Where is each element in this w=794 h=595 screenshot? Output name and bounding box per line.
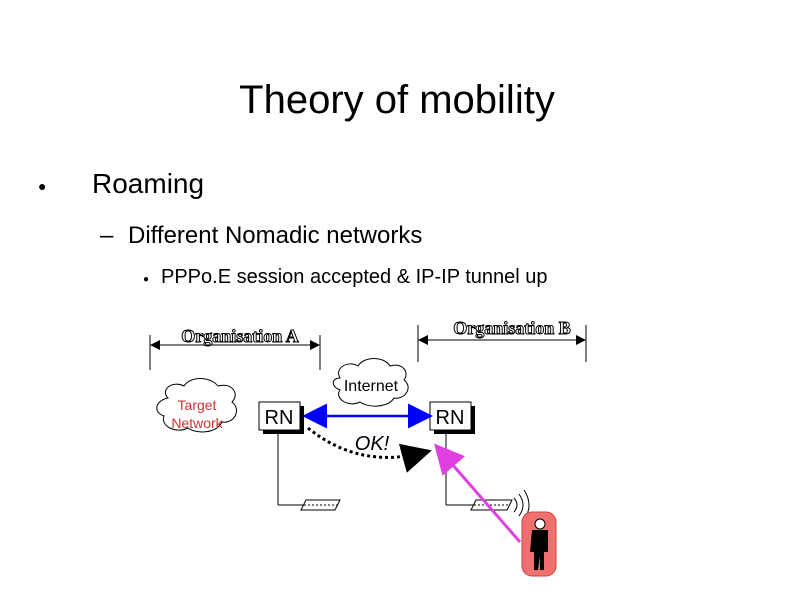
org-a-span: Organisation A xyxy=(149,326,321,370)
ok-dashed-arrow xyxy=(307,426,432,473)
org-b-span: Organisation B xyxy=(417,318,587,362)
rn-left: RN xyxy=(258,401,304,434)
right-access-wiring xyxy=(445,434,530,521)
bullet-marker: – xyxy=(100,222,114,249)
user-figure-icon xyxy=(521,511,557,577)
slide-title: Theory of mobility xyxy=(239,78,555,122)
ok-label: OK! xyxy=(355,433,390,455)
bullet-marker: ● xyxy=(143,274,150,285)
org-a-label: Organisation A xyxy=(181,326,299,346)
org-b-label: Organisation B xyxy=(453,318,571,338)
bullet-marker: ● xyxy=(38,178,47,194)
internet-cloud: Internet xyxy=(332,358,409,407)
rn-right: RN xyxy=(429,401,475,434)
rn-left-label: RN xyxy=(265,407,294,429)
bullet-pppoe-session: PPPo.E session accepted & IP-IP tunnel u… xyxy=(161,266,548,288)
bullet-roaming: Roaming xyxy=(92,168,205,199)
rn-right-label: RN xyxy=(436,407,465,429)
bullet-nomadic-networks: Different Nomadic networks xyxy=(128,222,423,249)
user-to-rn-arrow xyxy=(434,443,522,543)
target-network-cloud: Target Network xyxy=(156,378,237,433)
target-network-label-line2: Network xyxy=(171,415,223,431)
left-access-wiring xyxy=(277,434,341,511)
internet-label: Internet xyxy=(344,378,399,395)
target-network-label-line1: Target xyxy=(178,397,217,413)
